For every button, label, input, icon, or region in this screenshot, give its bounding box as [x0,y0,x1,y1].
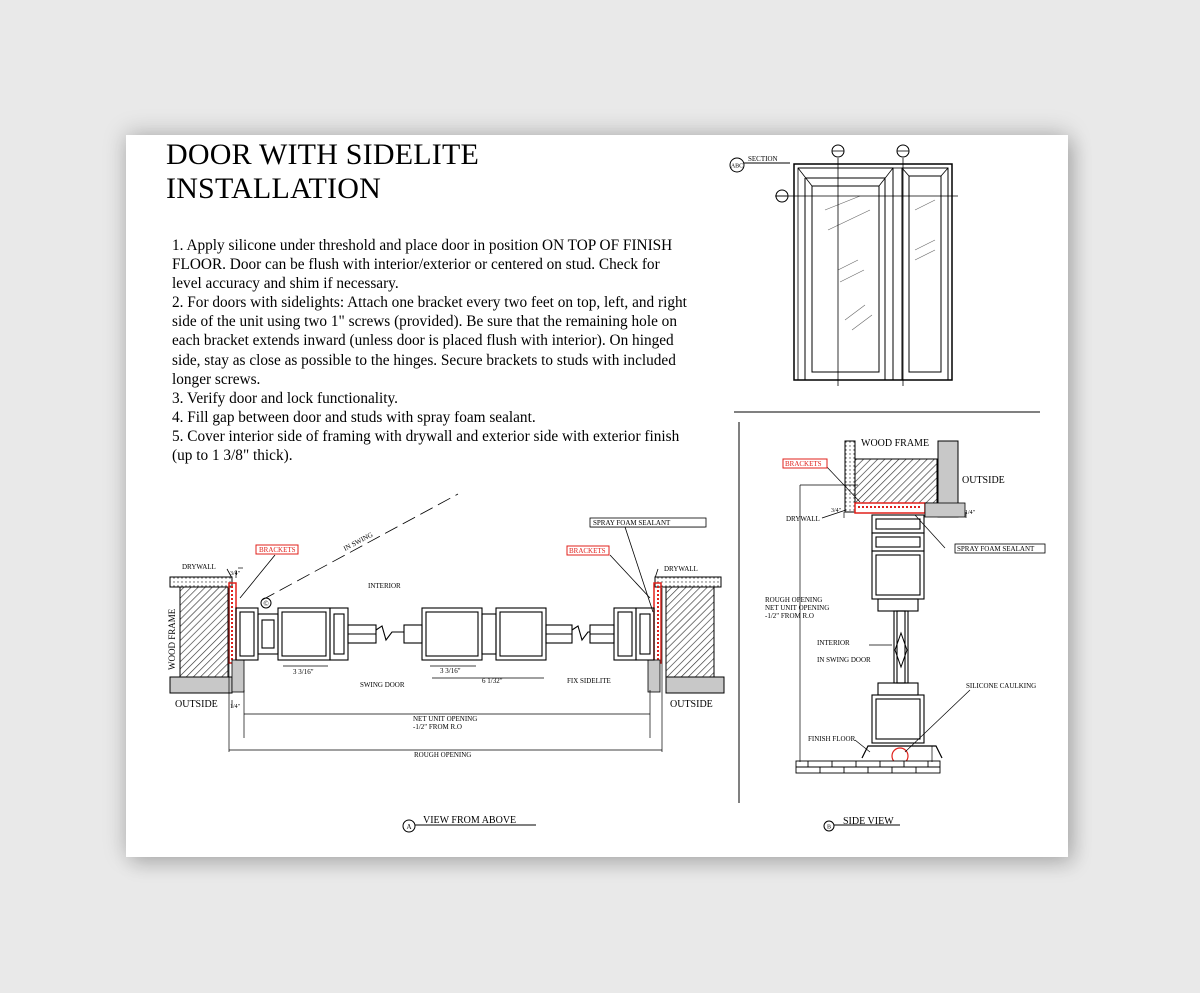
page-title: DOOR WITH SIDELITE INSTALLATION [166,138,479,206]
slab-left [169,676,233,694]
label-spray-foam: SPRAY FOAM SEALANT [593,519,671,527]
side-label-brackets: BRACKETS [785,460,822,468]
side-label-silicone: SILICONE CAULKING [966,682,1036,690]
step-4: 4. Fill gap between door and studs with … [172,408,536,426]
drywall-left-shape [169,576,233,588]
side-label-finish-floor: FINISH FLOOR [808,735,856,743]
label-dim-c: 6 1/32" [482,677,503,685]
side-label-dim: 3/4" [831,508,842,514]
step-1: 1. Apply silicone under threshold and pl… [172,237,673,293]
plan-view: © DRYWALL DRYWALL [167,493,725,833]
label-outside-right: OUTSIDE [670,699,713,710]
instruction-steps: 1. Apply silicone under threshold and pl… [172,236,692,465]
front-elevation: ABC SECTION [729,144,1040,413]
label-brackets-left: BRACKETS [259,546,296,554]
drywall-right-shape [654,576,722,588]
caption-marker-a: A [406,823,411,831]
slab-right [665,676,725,694]
side-label-rough-3: -1/2" FROM R.O [765,612,814,620]
section-marker [729,157,745,173]
caption-view-from-above: VIEW FROM ABOVE [423,815,516,826]
side-label-rough-1: ROUGH OPENING [765,596,822,604]
label-dim-left: 3/4" [230,571,241,577]
label-dim-b: 3 3/16" [440,667,461,675]
side-label-rough-2: NET UNIT OPENING [765,604,829,612]
side-view: WOOD FRAME BRACKETS OUTSIDE DRYWALL 3/4"… [738,422,1046,832]
finish-floor [795,760,941,774]
step-3: 3. Verify door and lock functionality. [172,389,399,407]
svg-text:©: © [263,600,269,608]
side-label-spray-foam: SPRAY FOAM SEALANT [957,545,1035,553]
door-profiles [235,607,655,661]
section-label: SECTION [748,155,778,163]
label-dim-a: 3 3/16" [293,668,314,676]
step-2: 2. For doors with sidelights: Attach one… [172,294,687,388]
side-label-interior: INTERIOR [817,639,850,647]
label-drywall-left: DRYWALL [182,563,216,571]
side-label-dim-right: 1/4" [965,510,976,516]
sidelite-frame [901,167,949,381]
label-rough-opening: ROUGH OPENING [414,751,471,759]
step-5: 5. Cover interior side of framing with d… [172,427,680,465]
label-net-opening-1: NET UNIT OPENING [413,715,477,723]
label-drywall-right: DRYWALL [664,565,698,573]
wood-frame-left [179,586,229,678]
section-marker-text: ABC [731,164,743,170]
side-label-outside: OUTSIDE [962,475,1005,486]
side-label-drywall: DRYWALL [786,515,820,523]
swing-line [261,493,459,601]
side-label-in-swing-door: IN SWING DOOR [817,656,871,664]
title-line-2: INSTALLATION [166,172,381,205]
label-outside-left: OUTSIDE [175,699,218,710]
door-leaf [798,167,894,380]
label-fix-sidelite: FIX SIDELITE [567,677,611,685]
label-wood-frame: WOOD FRAME [167,608,177,670]
caption-side-view: SIDE VIEW [843,816,894,827]
title-line-1: DOOR WITH SIDELITE [166,138,479,171]
label-swing-door: SWING DOOR [360,681,405,689]
side-label-wood-frame: WOOD FRAME [861,438,929,449]
wood-frame-right [665,586,715,678]
label-dim-bottom: 1/4" [230,704,241,710]
label-interior: INTERIOR [368,582,401,590]
caption-marker-b: B [827,825,831,831]
label-brackets-right: BRACKETS [569,547,606,555]
label-net-opening-2: -1/2" FROM R.O [413,723,462,731]
